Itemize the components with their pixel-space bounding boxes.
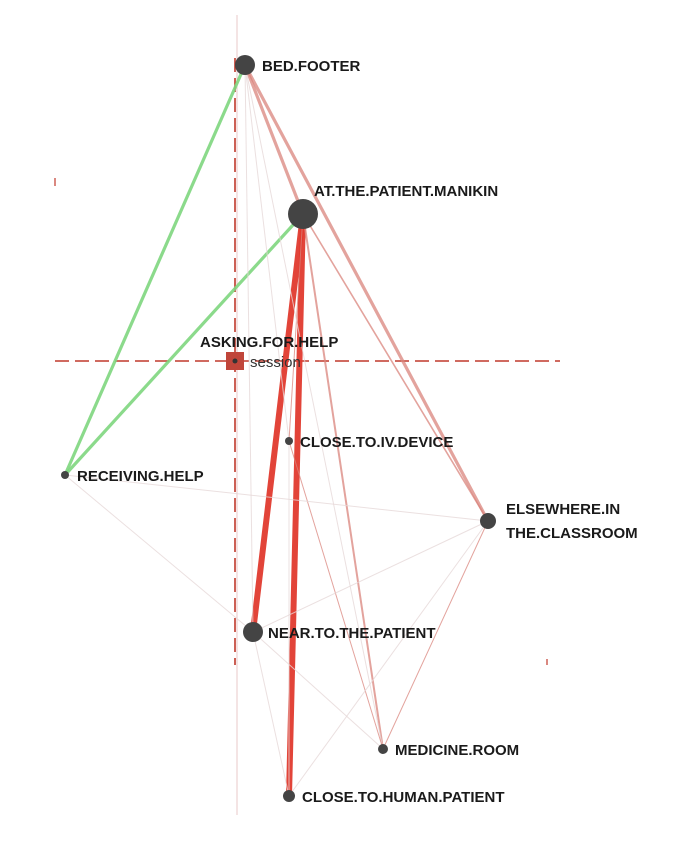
edge-bed-footer-to-medicine-room [244,64,384,750]
edge-receiving-help-to-near-to-patient [64,474,254,633]
node-at-patient-manikin: AT.THE.PATIENT.MANIKIN [288,183,498,229]
node-circle-close-to-iv-device [285,437,293,445]
node-asking-for-help: ASKING.FOR.HELP [200,334,338,351]
edge-bed-footer-to-near-to-patient [244,64,254,633]
session-marker: session [226,352,301,371]
node-circle-receiving-help [61,471,69,479]
node-close-to-iv-device: CLOSE.TO.IV.DEVICE [285,434,453,451]
edge-at-patient-manikin-to-elsewhere-classroom [302,213,489,522]
node-circle-medicine-room [378,744,388,754]
session-dot [232,358,238,364]
edge-at-patient-manikin-to-near-to-patient [250,211,306,635]
node-circle-near-to-patient [243,622,263,642]
node-label-asking-for-help: ASKING.FOR.HELP [200,334,338,351]
edge-close-to-iv-device-to-medicine-room [288,440,384,750]
node-bed-footer: BED.FOOTER [235,55,361,75]
node-label-at-patient-manikin: AT.THE.PATIENT.MANIKIN [314,183,498,200]
session-label: session [250,354,301,371]
edge-bed-footer-to-elsewhere-classroom [243,63,490,523]
edge-bed-footer-to-at-patient-manikin [243,63,305,216]
edge-at-patient-manikin-to-close-to-iv-device [288,213,304,442]
edges-layer [63,63,490,799]
node-label-near-to-patient: NEAR.TO.THE.PATIENT [268,625,436,642]
edge-receiving-help-to-elsewhere-classroom [64,474,489,522]
edge-near-to-patient-to-close-to-human-patient [252,631,290,797]
node-label-medicine-room: MEDICINE.ROOM [395,742,519,759]
node-circle-elsewhere-classroom [480,513,496,529]
edge-near-to-patient-to-medicine-room [252,631,384,750]
node-receiving-help: RECEIVING.HELP [61,468,204,485]
node-label-close-to-iv-device: CLOSE.TO.IV.DEVICE [300,434,453,451]
node-circle-close-to-human-patient [283,790,295,802]
node-medicine-room: MEDICINE.ROOM [378,742,519,759]
edge-elsewhere-classroom-to-close-to-human-patient [288,520,489,797]
edge-at-patient-manikin-to-receiving-help [63,212,305,477]
edge-elsewhere-classroom-to-medicine-room [382,520,489,750]
node-label-bed-footer: BED.FOOTER [262,58,361,75]
edge-elsewhere-classroom-to-near-to-patient [252,520,489,633]
node-close-to-human-patient: CLOSE.TO.HUMAN.PATIENT [283,789,505,806]
nodes-layer: BED.FOOTER AT.THE.PATIENT.MANIKIN ASKING.F… [61,55,638,806]
edge-bed-footer-to-receiving-help [63,63,247,477]
reference-axes [54,15,560,815]
node-circle-at-patient-manikin [288,199,318,229]
node-label-receiving-help: RECEIVING.HELP [77,468,204,485]
edge-at-patient-manikin-to-close-to-human-patient [286,211,306,799]
edge-bed-footer-to-close-to-iv-device [244,64,290,442]
node-near-to-patient: NEAR.TO.THE.PATIENT [243,622,436,642]
node-label-close-to-human-patient: CLOSE.TO.HUMAN.PATIENT [302,789,505,806]
edge-at-patient-manikin-to-medicine-room [302,213,384,750]
node-circle-bed-footer [235,55,255,75]
